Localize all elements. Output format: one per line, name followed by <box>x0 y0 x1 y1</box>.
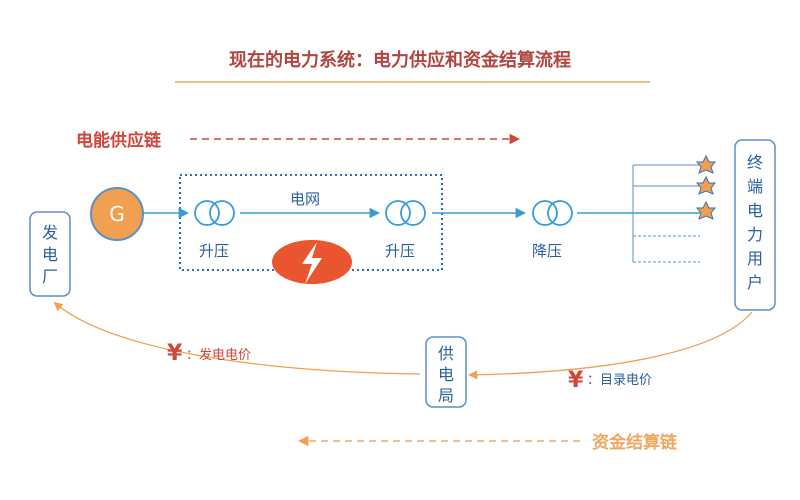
step-down-label: 降压 <box>532 242 562 260</box>
star-icon-2 <box>695 175 717 195</box>
power-plant-label-1: 发 <box>42 223 58 242</box>
end-user-label-6: 户 <box>747 273 763 292</box>
transformer-icon-step-up-2 <box>385 200 426 226</box>
transformer-icon-step-up-1 <box>194 200 235 226</box>
supply-chain-label: 电能供应链 <box>76 130 162 151</box>
grid-box <box>179 174 443 271</box>
end-user-label-4: 力 <box>747 225 763 244</box>
supply-bureau-label-1: 供 <box>438 344 454 363</box>
supply-bureau-label-3: 局 <box>438 386 454 405</box>
power-plant-label-3: 厂 <box>42 267 58 286</box>
power-plant-box <box>29 211 71 297</box>
step-up-label-1: 升压 <box>199 242 229 260</box>
generator-icon <box>90 187 144 241</box>
catalog-price-currency-icon: ¥ <box>568 368 584 393</box>
end-user-label-5: 用 <box>747 249 763 268</box>
catalog-price-label: ：目录电价 <box>587 373 652 388</box>
diagram-title: 现在的电力系统：电力供应和资金结算流程 <box>229 49 571 71</box>
end-user-box <box>734 139 776 311</box>
end-user-label-3: 电 <box>747 201 763 220</box>
step-up-label-2: 升压 <box>385 242 415 260</box>
supply-bureau-label-2: 电 <box>438 365 454 384</box>
end-user-label-2: 端 <box>747 177 763 196</box>
transformer-icon-step-down <box>532 200 573 226</box>
distribution-lines <box>632 164 705 263</box>
generation-price-label: ：发电电价 <box>186 347 251 363</box>
power-plant-label-2: 电 <box>42 245 58 264</box>
end-user-label-1: 终 <box>747 153 763 172</box>
star-icon-3 <box>695 200 717 220</box>
generator-symbol: G <box>109 202 125 226</box>
lightning-icon <box>272 240 352 284</box>
generation-price-currency-icon: ¥ <box>167 341 183 366</box>
star-icon-1 <box>695 154 717 174</box>
settlement-curve-user-to-bureau <box>468 311 753 380</box>
settlement-curve-bureau-to-plant <box>53 301 421 375</box>
supply-bureau-box <box>425 336 467 408</box>
grid-label: 电网 <box>290 190 320 208</box>
settlement-chain-label: 资金结算链 <box>592 432 678 453</box>
